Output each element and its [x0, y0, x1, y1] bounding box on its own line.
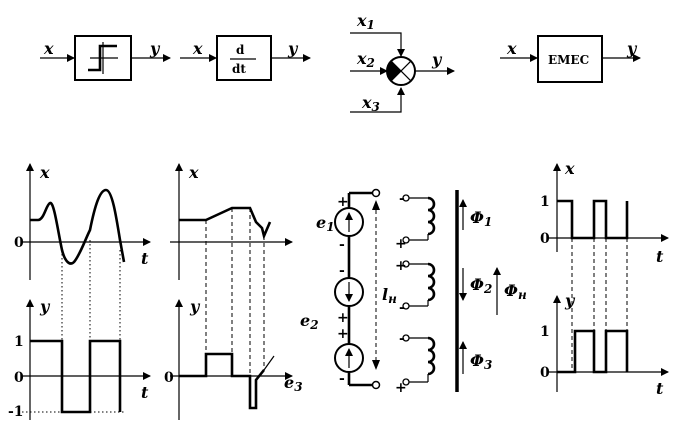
relay-input-curve: [30, 188, 126, 265]
emec-plot-zero-bottom: 0: [540, 365, 550, 381]
relay-plot: x t 0 y t 1 0 -1: [8, 163, 151, 420]
emec-input-signal: [557, 199, 629, 240]
relay-input-label: x: [43, 39, 54, 58]
terminal-bottom-left: [371, 380, 381, 390]
coil-3: - +: [395, 331, 436, 396]
emec-plot-one-bottom: 1: [540, 324, 550, 340]
emec-plot-y-label: y: [564, 291, 576, 310]
relay-plot-minus-one: -1: [8, 404, 24, 420]
relay-output-label: y: [149, 39, 161, 58]
svg-text:-: -: [399, 331, 405, 347]
relay-plot-t-bottom: t: [141, 383, 149, 402]
relay-plot-zero-top: 0: [14, 235, 24, 251]
diff-numerator: d: [236, 43, 245, 57]
summer-output-label: y: [431, 50, 443, 69]
svg-text:+: +: [337, 326, 349, 342]
svg-text:+: +: [395, 236, 407, 252]
diff-plot-x-label: x: [188, 163, 199, 182]
label-e1: e1: [316, 213, 335, 234]
svg-text:+: +: [337, 194, 349, 210]
terminal-top-left: [371, 188, 381, 198]
svg-text:+: +: [395, 380, 407, 396]
diff-plot-y-label: y: [189, 297, 201, 316]
coil-2: + -: [395, 258, 436, 316]
emec-plot-one-top: 1: [540, 194, 550, 210]
coil-1: - +: [395, 191, 436, 252]
relay-plot-one: 1: [14, 334, 24, 350]
svg-text:-: -: [339, 237, 345, 253]
svg-text:+: +: [395, 258, 407, 274]
relay-plot-x-label: x: [39, 163, 50, 182]
diff-input-label: x: [192, 39, 203, 58]
label-ln: lн: [382, 285, 397, 306]
diff-output-signal: [179, 352, 266, 410]
diff-input-curve: [179, 206, 272, 241]
label-phi3: Φ3: [470, 351, 492, 372]
summer-input-3: x3: [361, 93, 380, 114]
svg-text:-: -: [399, 191, 405, 207]
emec-label: EMEC: [548, 53, 589, 67]
diff-plot-e3: e3: [284, 373, 303, 394]
svg-text:+: +: [337, 310, 349, 326]
emec-block: x EMEC y: [500, 35, 641, 83]
diff-plot: x y 0 e3: [164, 163, 303, 420]
label-phi2: Φ2: [470, 275, 492, 296]
diff-output-label: y: [287, 39, 299, 58]
svg-text:-: -: [339, 263, 345, 279]
relay-output-signal: [30, 339, 122, 414]
summer-input-1: x1: [356, 11, 375, 32]
emec-input-label: x: [506, 39, 517, 58]
circuit: + - - + + - e1 e2 lн - +: [300, 188, 527, 396]
relay-plot-y-label: y: [39, 297, 51, 316]
emec-box: [537, 35, 603, 83]
diff-denominator: dt: [232, 62, 246, 76]
summer-block: x1 x2 x3 y: [350, 11, 455, 114]
svg-text:-: -: [339, 371, 345, 387]
label-phi1: Φ1: [470, 208, 492, 229]
label-e2: e2: [300, 311, 319, 332]
relay-plot-t-top: t: [141, 249, 149, 268]
relay-block: x y: [40, 35, 171, 81]
emec-plot-x-label: x: [564, 159, 575, 178]
relay-plot-zero: 0: [14, 370, 24, 386]
differentiator-block: x d dt y: [180, 35, 311, 81]
svg-text:-: -: [399, 300, 405, 316]
summer-input-2: x2: [356, 49, 375, 70]
emec-output-signal: [557, 329, 629, 374]
emec-plot-t-top: t: [656, 247, 664, 266]
diff-plot-zero: 0: [164, 370, 174, 386]
emec-output-label: y: [626, 39, 638, 58]
emec-plot: x t 1 0 y t 1 0: [540, 159, 669, 398]
label-phin: Φн: [504, 281, 527, 302]
emec-plot-t-bottom: t: [656, 379, 664, 398]
emec-plot-zero-top: 0: [540, 231, 550, 247]
